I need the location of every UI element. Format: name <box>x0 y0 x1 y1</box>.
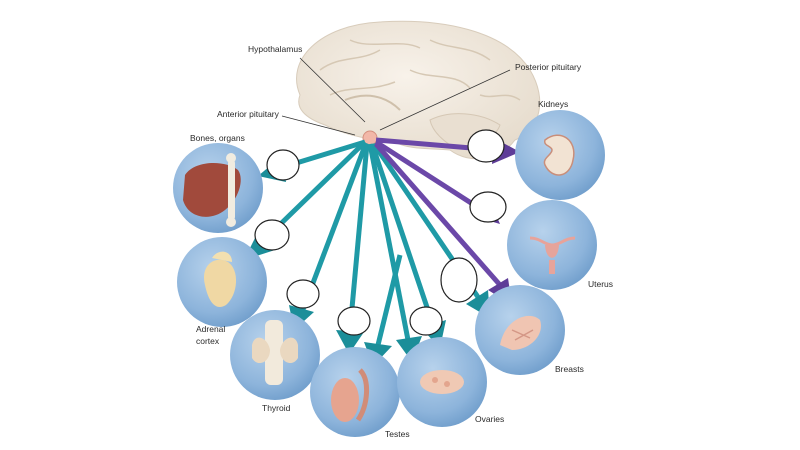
arrowhead-ovaries-a <box>396 336 422 362</box>
arrow-to-testes-b <box>375 254 403 346</box>
arrow-to-uterus <box>374 139 484 213</box>
label-breasts: Breasts <box>555 364 584 374</box>
organ-bones <box>173 143 263 233</box>
label-testes: Testes <box>385 429 410 439</box>
label-adrenal-cortex: cortex <box>196 336 220 346</box>
arrow-to-ovaries-b <box>369 143 436 326</box>
label-adrenal: Adrenal <box>196 324 225 334</box>
organ-breasts <box>475 285 565 375</box>
label-leader-lines <box>281 57 511 136</box>
label-kidneys: Kidneys <box>538 99 568 109</box>
label-uterus: Uterus <box>588 279 613 289</box>
label-bones-organs: Bones, organs <box>190 133 245 143</box>
label-thyroid: Thyroid <box>262 403 291 413</box>
organ-testes <box>310 347 400 437</box>
blank-oval-ovaries[interactable] <box>409 306 443 336</box>
blank-oval-adrenal[interactable] <box>254 219 290 251</box>
organ-kidneys <box>515 110 605 200</box>
arrow-to-testes-a <box>347 143 370 331</box>
blank-label-ovals[interactable] <box>254 129 507 336</box>
blank-oval-kidneys[interactable] <box>467 129 505 163</box>
label-anterior-pituitary: Anterior pituitary <box>217 109 280 119</box>
arrow-to-ovaries-a <box>367 143 411 341</box>
label-ovaries: Ovaries <box>475 414 504 424</box>
blank-oval-uterus[interactable] <box>469 191 507 223</box>
text-labels: Hypothalamus Posterior pituitary Anterio… <box>190 44 613 439</box>
label-posterior-pituitary: Posterior pituitary <box>515 62 582 72</box>
label-hypothalamus: Hypothalamus <box>248 44 302 54</box>
organ-thyroid <box>230 310 320 400</box>
arrow-to-breasts-posterior <box>374 142 502 287</box>
arrowhead-testes-a <box>336 330 364 354</box>
organ-adrenal <box>177 237 267 327</box>
organ-ovaries <box>397 337 487 427</box>
blank-oval-testes[interactable] <box>337 306 371 336</box>
blank-oval-thyroid[interactable] <box>286 279 320 309</box>
blank-oval-bones[interactable] <box>266 149 300 181</box>
blank-oval-breasts[interactable] <box>440 257 478 303</box>
organ-uterus <box>507 200 597 290</box>
